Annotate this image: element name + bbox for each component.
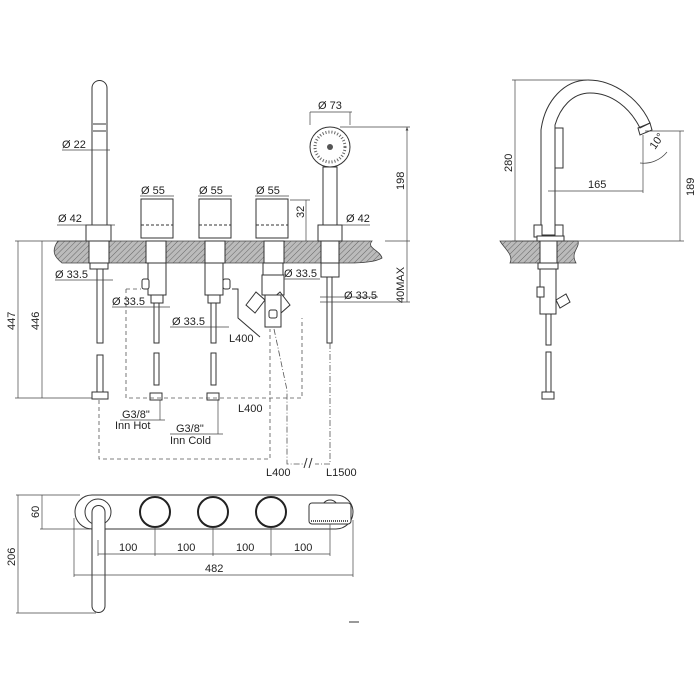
dim-handle-height: 32 <box>295 206 307 218</box>
dim-handle-3-diameter: Ø 55 <box>256 185 280 197</box>
dim-handshower-diameter: Ø 73 <box>318 100 342 112</box>
dim-spout-base-diameter: Ø 42 <box>58 213 82 225</box>
front-view: Ø 22 Ø 42 Ø 55 Ø 55 Ø 55 Ø 73 Ø 42 32 19… <box>6 80 410 479</box>
dim-spout-diameter: Ø 22 <box>62 139 86 151</box>
handles <box>140 198 289 239</box>
hose-length-handshower: L1500 <box>326 467 357 479</box>
hose-length-spout: L400 <box>266 467 290 479</box>
front-dimensions <box>15 111 410 435</box>
dim-reach: 165 <box>588 179 606 191</box>
dim-spacing-1: 100 <box>119 542 137 554</box>
dim-fitting-4: Ø 33.5 <box>284 268 317 280</box>
dim-spacing-4: 100 <box>294 542 312 554</box>
plan-handle-1 <box>139 496 171 528</box>
plan-spout-lever <box>91 505 106 613</box>
inlet-hot-label: Inn Hot <box>115 420 150 432</box>
plan-handle-2 <box>197 496 229 528</box>
dim-fitting-5: Ø 33.5 <box>344 290 377 302</box>
dim-total-width: 482 <box>205 563 223 575</box>
dim-handshower-height: 198 <box>395 172 407 190</box>
dim-deck-thickness: 40MAX <box>395 266 407 303</box>
dim-spacing-2: 100 <box>177 542 195 554</box>
dim-lever-depth: 206 <box>6 548 18 566</box>
dim-fitting-2: Ø 33.5 <box>112 296 145 308</box>
side-view: 280 189 165 10° <box>499 79 697 400</box>
hose-length-hot: L400 <box>238 403 262 415</box>
dim-spacing-3: 100 <box>236 542 254 554</box>
dim-total-height-446: 446 <box>30 312 42 330</box>
side-dimensions <box>512 79 684 242</box>
inlet-cold-thread: G3/8" <box>176 423 204 435</box>
spout-hose-nut <box>91 391 109 400</box>
plan-dimensions <box>16 494 359 623</box>
hose-length-diverter: L400 <box>229 333 253 345</box>
dim-outlet-height: 189 <box>685 178 697 196</box>
dim-handle-1-diameter: Ø 55 <box>141 185 165 197</box>
dim-fitting-3: Ø 33.5 <box>172 316 205 328</box>
plan-view: 60 206 100 100 100 100 482 <box>6 494 359 623</box>
dim-plan-depth: 60 <box>30 506 42 518</box>
dim-fitting-1: Ø 33.5 <box>55 269 88 281</box>
inlet-hot-thread: G3/8" <box>122 409 150 421</box>
dim-side-height: 280 <box>503 154 515 172</box>
dim-handle-2-diameter: Ø 55 <box>199 185 223 197</box>
plan-handle-3 <box>255 496 287 528</box>
inlet-cold-label: Inn Cold <box>170 435 211 447</box>
dim-angle: 10° <box>648 131 667 152</box>
dim-total-height-447: 447 <box>6 312 18 330</box>
dim-handshower-base-diameter: Ø 42 <box>346 213 370 225</box>
spout-collar <box>85 224 112 242</box>
spout <box>91 80 108 242</box>
